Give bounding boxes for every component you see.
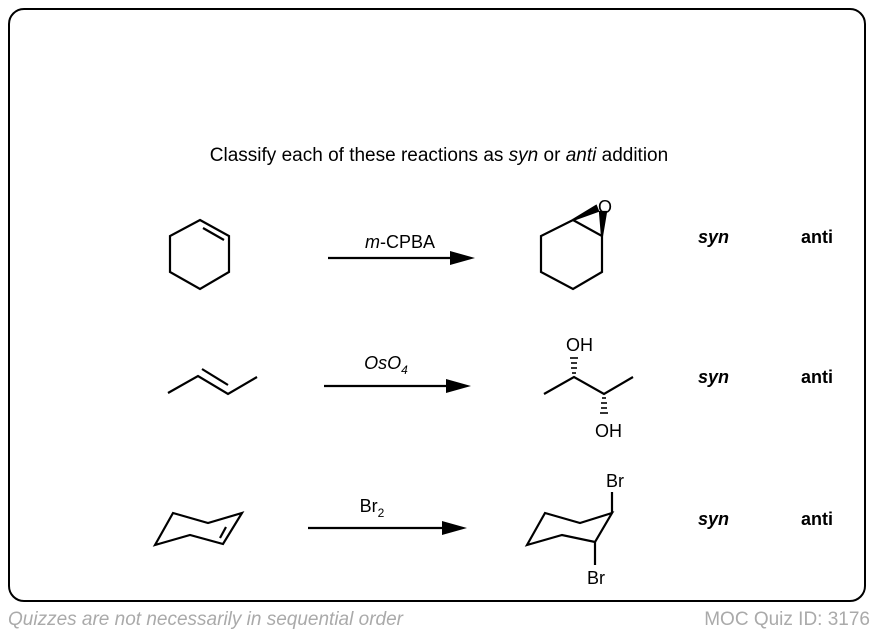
- quiz-card: [8, 8, 866, 602]
- question-middle: or: [538, 145, 566, 166]
- reagent-br2: Br2: [360, 496, 385, 520]
- arrow-1: [328, 251, 475, 265]
- hydroxyl-label-bottom: OH: [595, 421, 622, 441]
- question-text: Classify each of these reactions as syn …: [0, 145, 878, 167]
- butene-structure: [167, 368, 258, 396]
- reagent-mcpba: m-CPBA: [365, 232, 435, 252]
- option-anti-2[interactable]: anti: [801, 367, 834, 387]
- question-anti: anti: [565, 145, 597, 166]
- question-prefix: Classify each of these reactions as: [209, 145, 509, 166]
- oxygen-label: O: [598, 197, 612, 217]
- reagent-oso4: OsO4: [364, 353, 408, 377]
- option-anti-1[interactable]: anti: [801, 227, 834, 247]
- diol-structure: OH OH: [543, 335, 634, 441]
- quiz-id: MOC Quiz ID: 3176: [704, 609, 870, 630]
- question-syn: syn: [508, 145, 539, 166]
- dibromide-chair-structure: Br Br: [524, 471, 624, 588]
- epoxide-structure: O: [539, 197, 612, 291]
- arrow-3: [308, 521, 467, 535]
- question-suffix: addition: [596, 145, 669, 166]
- option-syn-2[interactable]: syn: [698, 367, 730, 387]
- option-syn-3[interactable]: syn: [698, 509, 730, 529]
- option-anti-3[interactable]: anti: [801, 509, 834, 529]
- cyclohexene-chair-structure: [152, 511, 245, 547]
- bromine-label-bottom: Br: [587, 568, 605, 588]
- bromine-label-top: Br: [606, 471, 624, 491]
- hydroxyl-label-top: OH: [566, 335, 593, 355]
- cyclohexene-structure: [168, 218, 231, 291]
- footer-note: Quizzes are not necessarily in sequentia…: [8, 609, 403, 630]
- option-syn-1[interactable]: syn: [698, 227, 730, 247]
- arrow-2: [324, 379, 471, 393]
